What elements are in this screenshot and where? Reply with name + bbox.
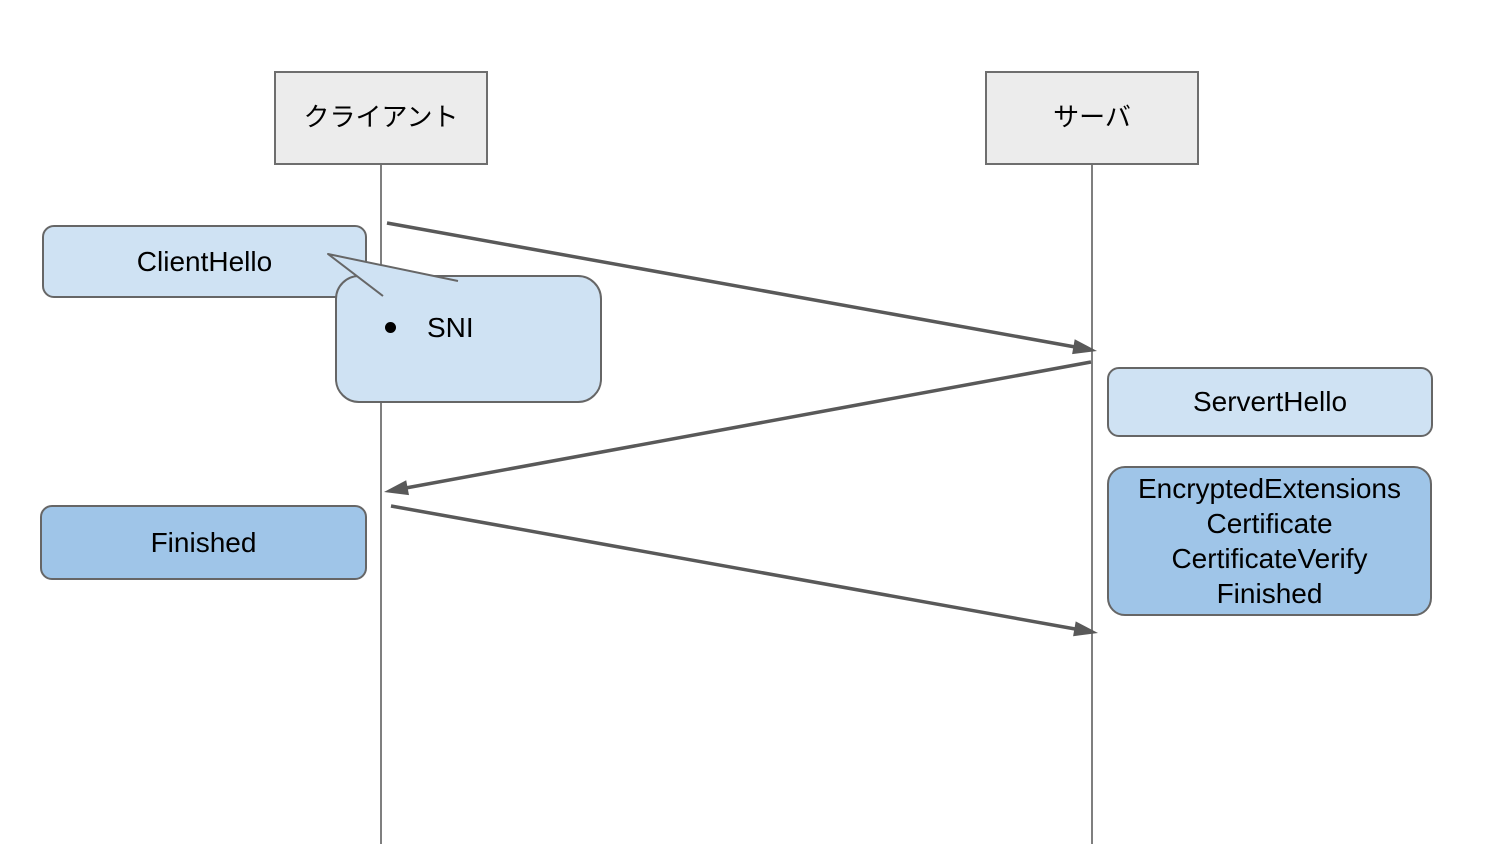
client-finished-label: Finished: [150, 526, 257, 558]
server-flight-lines: EncryptedExtensions Certificate Certific…: [1109, 471, 1430, 611]
actor-client: クライアント: [274, 71, 488, 165]
message-arrow-finished: [390, 504, 1098, 637]
serverhello-note: ServertHello: [1107, 367, 1433, 437]
server-flight-note: EncryptedExtensions Certificate Certific…: [1107, 466, 1432, 616]
sni-callout: SNI: [335, 275, 602, 403]
actor-client-label: クライアント: [303, 102, 459, 133]
sni-callout-item: SNI: [337, 277, 474, 345]
client-finished-note: Finished: [40, 505, 367, 580]
bullet-icon: [385, 322, 396, 334]
clienthello-label: ClientHello: [136, 245, 273, 277]
actor-server: サーバ: [985, 71, 1199, 165]
server-flight-line-4: Finished: [1216, 578, 1323, 609]
actor-server-label: サーバ: [1053, 102, 1131, 133]
sni-label: SNI: [427, 312, 474, 343]
server-flight-line-3: CertificateVerify: [1171, 543, 1368, 574]
clienthello-note: ClientHello: [42, 225, 367, 298]
serverhello-label: ServertHello: [1192, 386, 1348, 418]
server-flight-line-1: EncryptedExtensions: [1137, 473, 1402, 504]
server-flight-line-2: Certificate: [1206, 508, 1333, 539]
